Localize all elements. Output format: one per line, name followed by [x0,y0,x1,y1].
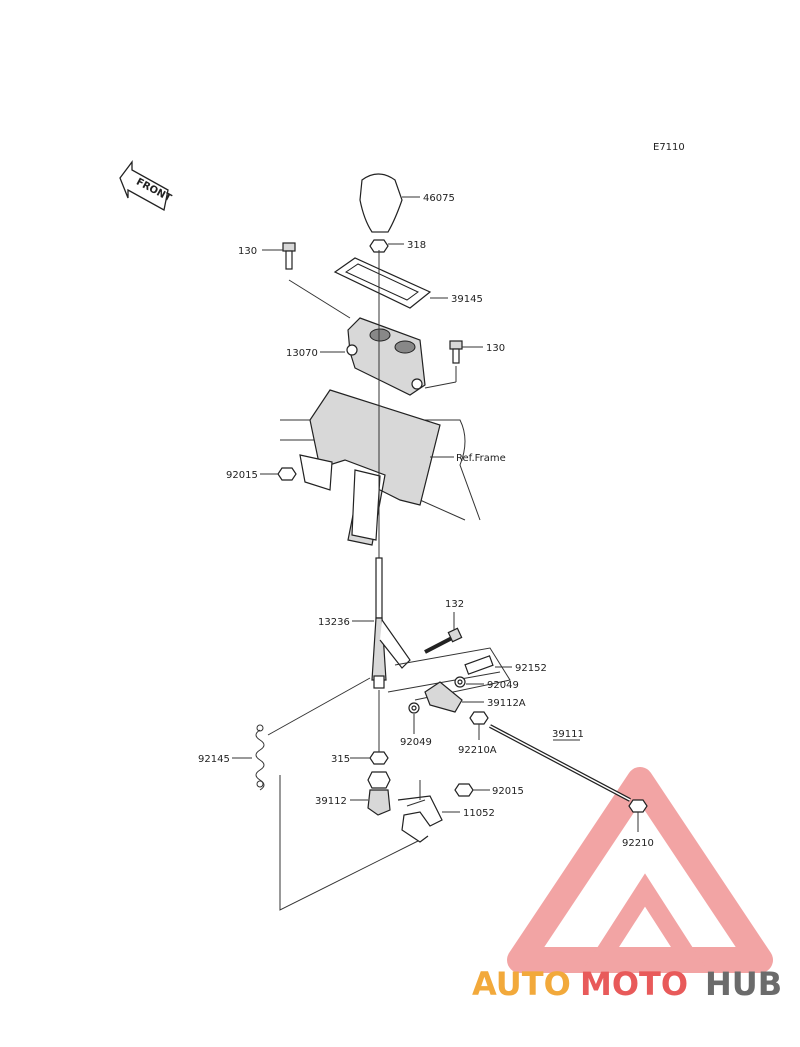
label-92049-right: 92049 [487,680,519,691]
label-39112a: 39112A [487,698,526,709]
label-39111: 39111 [552,729,584,740]
label-39145: 39145 [451,294,483,305]
rod-39111-part [489,724,631,802]
joint-39112-part [367,771,391,816]
bolt-130-right-part [449,340,463,364]
watermark-hub: HUB [705,965,782,1003]
label-92152: 92152 [515,663,547,674]
label-92049-left: 92049 [400,737,432,748]
nut-315-part [369,751,389,765]
frame-bracket-part [280,389,481,546]
watermark-auto: AUTO [472,965,571,1003]
label-46075: 46075 [423,193,455,204]
nut-92015-lower-part [454,783,474,797]
watermark-moto: MOTO [580,965,688,1003]
label-13236: 13236 [318,617,350,628]
shift-knob-part [359,173,403,233]
nut-318-part [369,239,389,253]
nut-92210a-part [469,711,489,725]
label-92015-lower: 92015 [492,786,524,797]
label-92015-upper: 92015 [226,470,258,481]
watermark-text: AUTO MOTO HUB [472,965,782,1003]
label-130-left: 130 [238,246,257,257]
label-318: 318 [407,240,426,251]
diagram-code: E7110 [653,142,685,153]
label-11052: 11052 [463,808,495,819]
bolt-132-part [424,627,463,654]
washer-92049-right-part [454,676,466,688]
label-92210: 92210 [622,838,654,849]
bracket-11052-part [397,795,443,843]
watermark-logo-icon [507,767,773,973]
nut-92015-upper-part [277,467,297,481]
shift-guide-part [346,317,426,396]
label-ref-frame: Ref.Frame [456,453,506,464]
washer-92049-left-part [408,702,420,714]
label-130-right: 130 [486,343,505,354]
collar-92152-part [464,655,494,675]
shift-bezel-part [333,257,432,309]
label-39112: 39112 [315,796,347,807]
front-arrow-icon: FRONT [119,160,173,212]
label-92210a: 92210A [458,745,497,756]
arm-39112a-part [424,681,463,713]
label-315: 315 [331,754,350,765]
label-13070: 13070 [286,348,318,359]
label-132: 132 [445,599,464,610]
spring-92145-part [255,724,265,791]
shift-lever-part [371,557,411,689]
nut-92210-part [628,799,648,813]
bolt-130-left-part [282,242,296,270]
label-92145: 92145 [198,754,230,765]
